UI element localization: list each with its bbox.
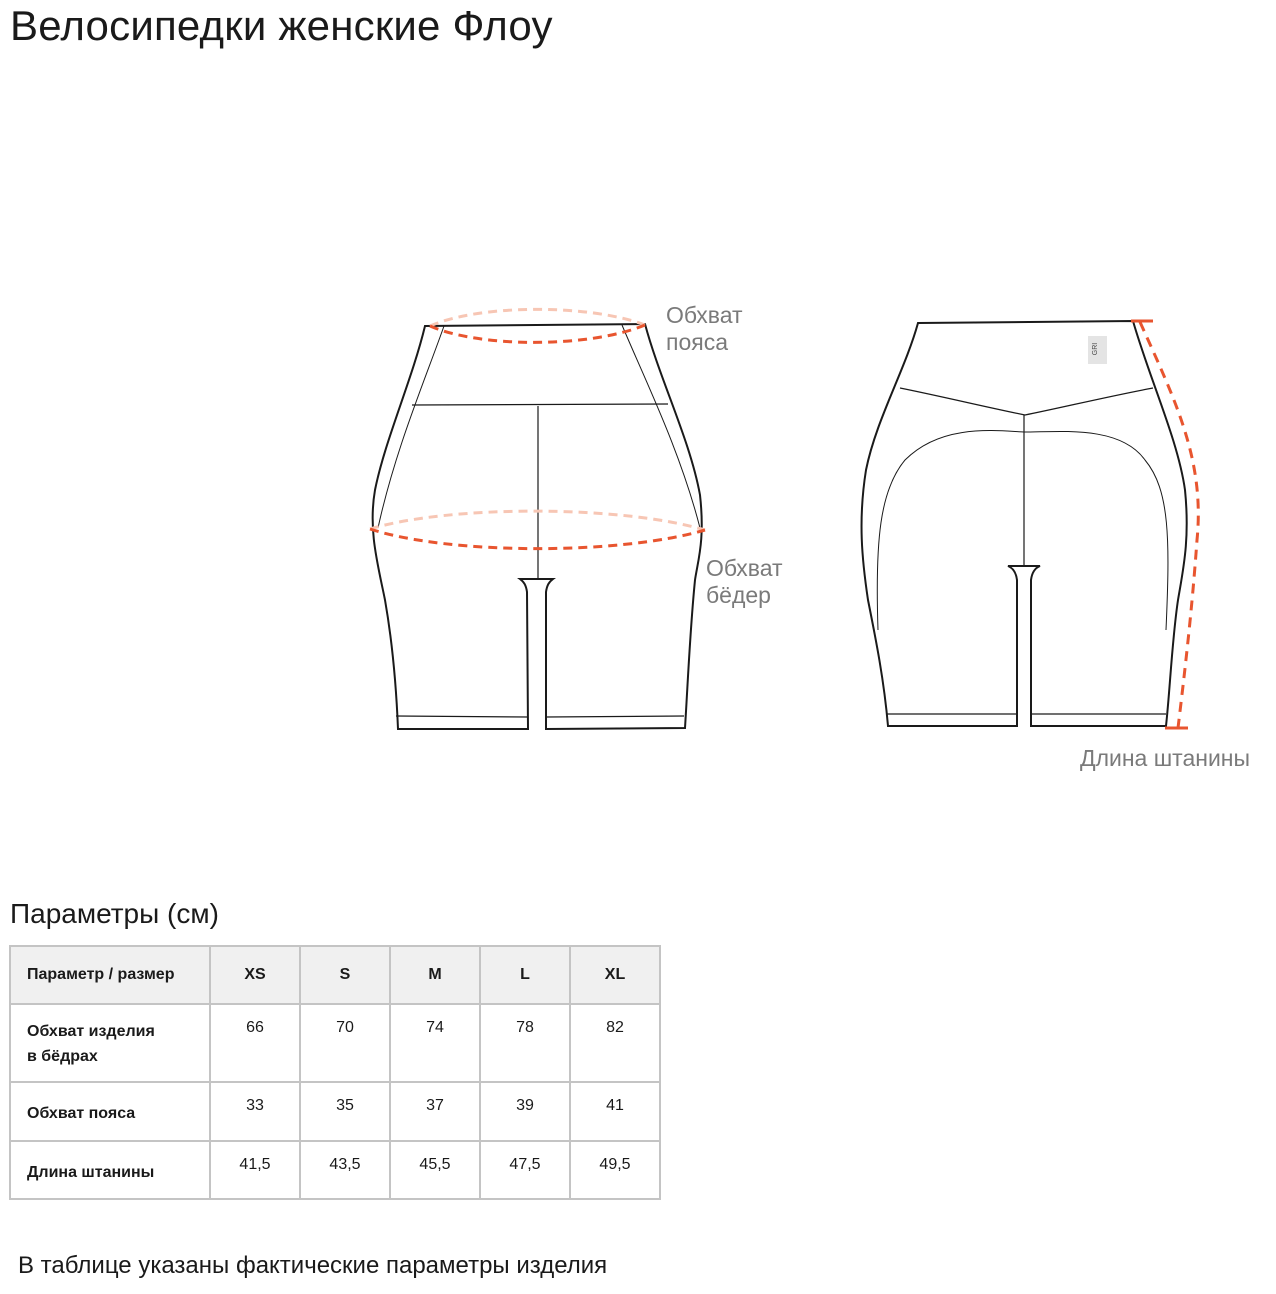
waist-label: Обхват пояса: [666, 302, 743, 355]
cell-value: 43,5: [299, 1140, 391, 1200]
cell-value: 82: [569, 1003, 661, 1083]
header-size-m: M: [389, 945, 481, 1005]
waist-measure-arc: [429, 323, 646, 344]
cell-value: 70: [299, 1003, 391, 1083]
hips-measure-back-arc: [369, 509, 706, 532]
page-title: Велосипедки женские Флоу: [10, 2, 553, 49]
row-label: Обхват пояса: [9, 1081, 211, 1142]
length-measure-line: [1138, 321, 1200, 729]
cell-value: 41,5: [209, 1140, 301, 1200]
cell-value: 49,5: [569, 1140, 661, 1200]
params-title: Параметры (см): [10, 898, 219, 929]
garment-diagram: GRI: [369, 307, 1200, 731]
hips-measure-arc: [369, 527, 706, 551]
cell-value: 66: [209, 1003, 301, 1083]
table-row: Длина штанины 41,5 43,5 45,5 47,5 49,5: [9, 1140, 661, 1200]
cell-value: 35: [299, 1081, 391, 1142]
table-header-row: Параметр / размер XS S M L XL: [9, 945, 661, 1005]
cell-value: 45,5: [389, 1140, 481, 1200]
back-view-shorts: [860, 319, 1188, 727]
waist-measure-back-arc: [429, 307, 646, 328]
cell-value: 33: [209, 1081, 301, 1142]
cell-value: 39: [479, 1081, 571, 1142]
brand-tag: [1088, 336, 1107, 364]
cell-value: 78: [479, 1003, 571, 1083]
table-row: Обхват изделия в бёдрах 66 70 74 78 82: [9, 1003, 661, 1083]
header-param: Параметр / размер: [9, 945, 211, 1005]
cell-value: 41: [569, 1081, 661, 1142]
cell-value: 74: [389, 1003, 481, 1083]
table-row: Обхват пояса 33 35 37 39 41: [9, 1081, 661, 1142]
brand-tag-text: GRI: [1092, 343, 1099, 356]
front-view-shorts: [371, 322, 703, 731]
header-size-xl: XL: [569, 945, 661, 1005]
leg-length-label: Длина штанины: [1080, 745, 1251, 771]
cell-value: 47,5: [479, 1140, 571, 1200]
cell-value: 37: [389, 1081, 481, 1142]
header-size-l: L: [479, 945, 571, 1005]
footnote: В таблице указаны фактические параметры …: [18, 1252, 608, 1279]
row-label: Длина штанины: [9, 1140, 211, 1200]
hips-label: Обхват бёдер: [706, 555, 783, 608]
row-label: Обхват изделия в бёдрах: [9, 1003, 211, 1083]
size-table: Параметр / размер XS S M L XL Обхват изд…: [9, 945, 661, 1200]
header-size-xs: XS: [209, 945, 301, 1005]
header-size-s: S: [299, 945, 391, 1005]
